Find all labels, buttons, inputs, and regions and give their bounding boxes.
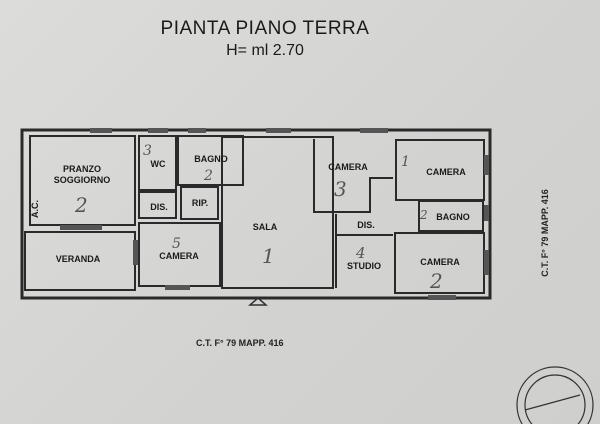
room-label: DIS. [357,220,375,230]
ac-label: A.C. [30,200,40,218]
room-label: PRANZO [63,164,101,174]
room-label: CAMERA [426,167,466,177]
room-bagno-2 [418,200,484,232]
room-label: RIP. [192,198,208,208]
cadastre-reference: C.T. F° 79 MAPP. 416 [196,338,284,348]
room-number: 1 [401,154,410,170]
room-number: 5 [172,236,181,252]
room-number: 2 [419,208,428,222]
room-label: SALA [253,222,278,232]
room-label: CAMERA [159,251,199,261]
room-number: 3 [143,143,152,159]
room-label: CAMERA [420,257,460,267]
room-label: VERANDA [56,254,101,264]
room-label: BAGNO [194,154,228,164]
outer-wall [20,128,492,300]
room-label: CAMERA [328,162,368,172]
room-dis [138,191,177,219]
plan-title: PIANTA PIANO TERRA [160,18,370,39]
entrance-marker [248,297,268,306]
room-number: 2 [203,168,213,184]
windows [60,128,489,300]
room-number: 1 [262,244,275,268]
room-dis-studio [335,214,393,288]
cadastre-reference-vertical: C.T. F° 79 MAPP. 416 [540,189,550,277]
room-number: 4 [355,244,366,262]
room-rip [180,186,219,220]
ceiling-height: H= ml 2.70 [226,42,304,59]
room-label: SOGGIORNO [54,175,111,185]
room-number: 2 [429,269,443,293]
room-bagno [177,135,244,186]
room-label: BAGNO [436,212,470,222]
room-number: 2 [74,193,88,217]
room-label: STUDIO [347,261,381,271]
room-camera-3 [313,139,393,213]
room-number: 3 [334,177,347,201]
room-label: DIS. [150,202,168,212]
compass [516,366,594,424]
room-wc [138,135,177,191]
room-label: WC [151,159,166,169]
